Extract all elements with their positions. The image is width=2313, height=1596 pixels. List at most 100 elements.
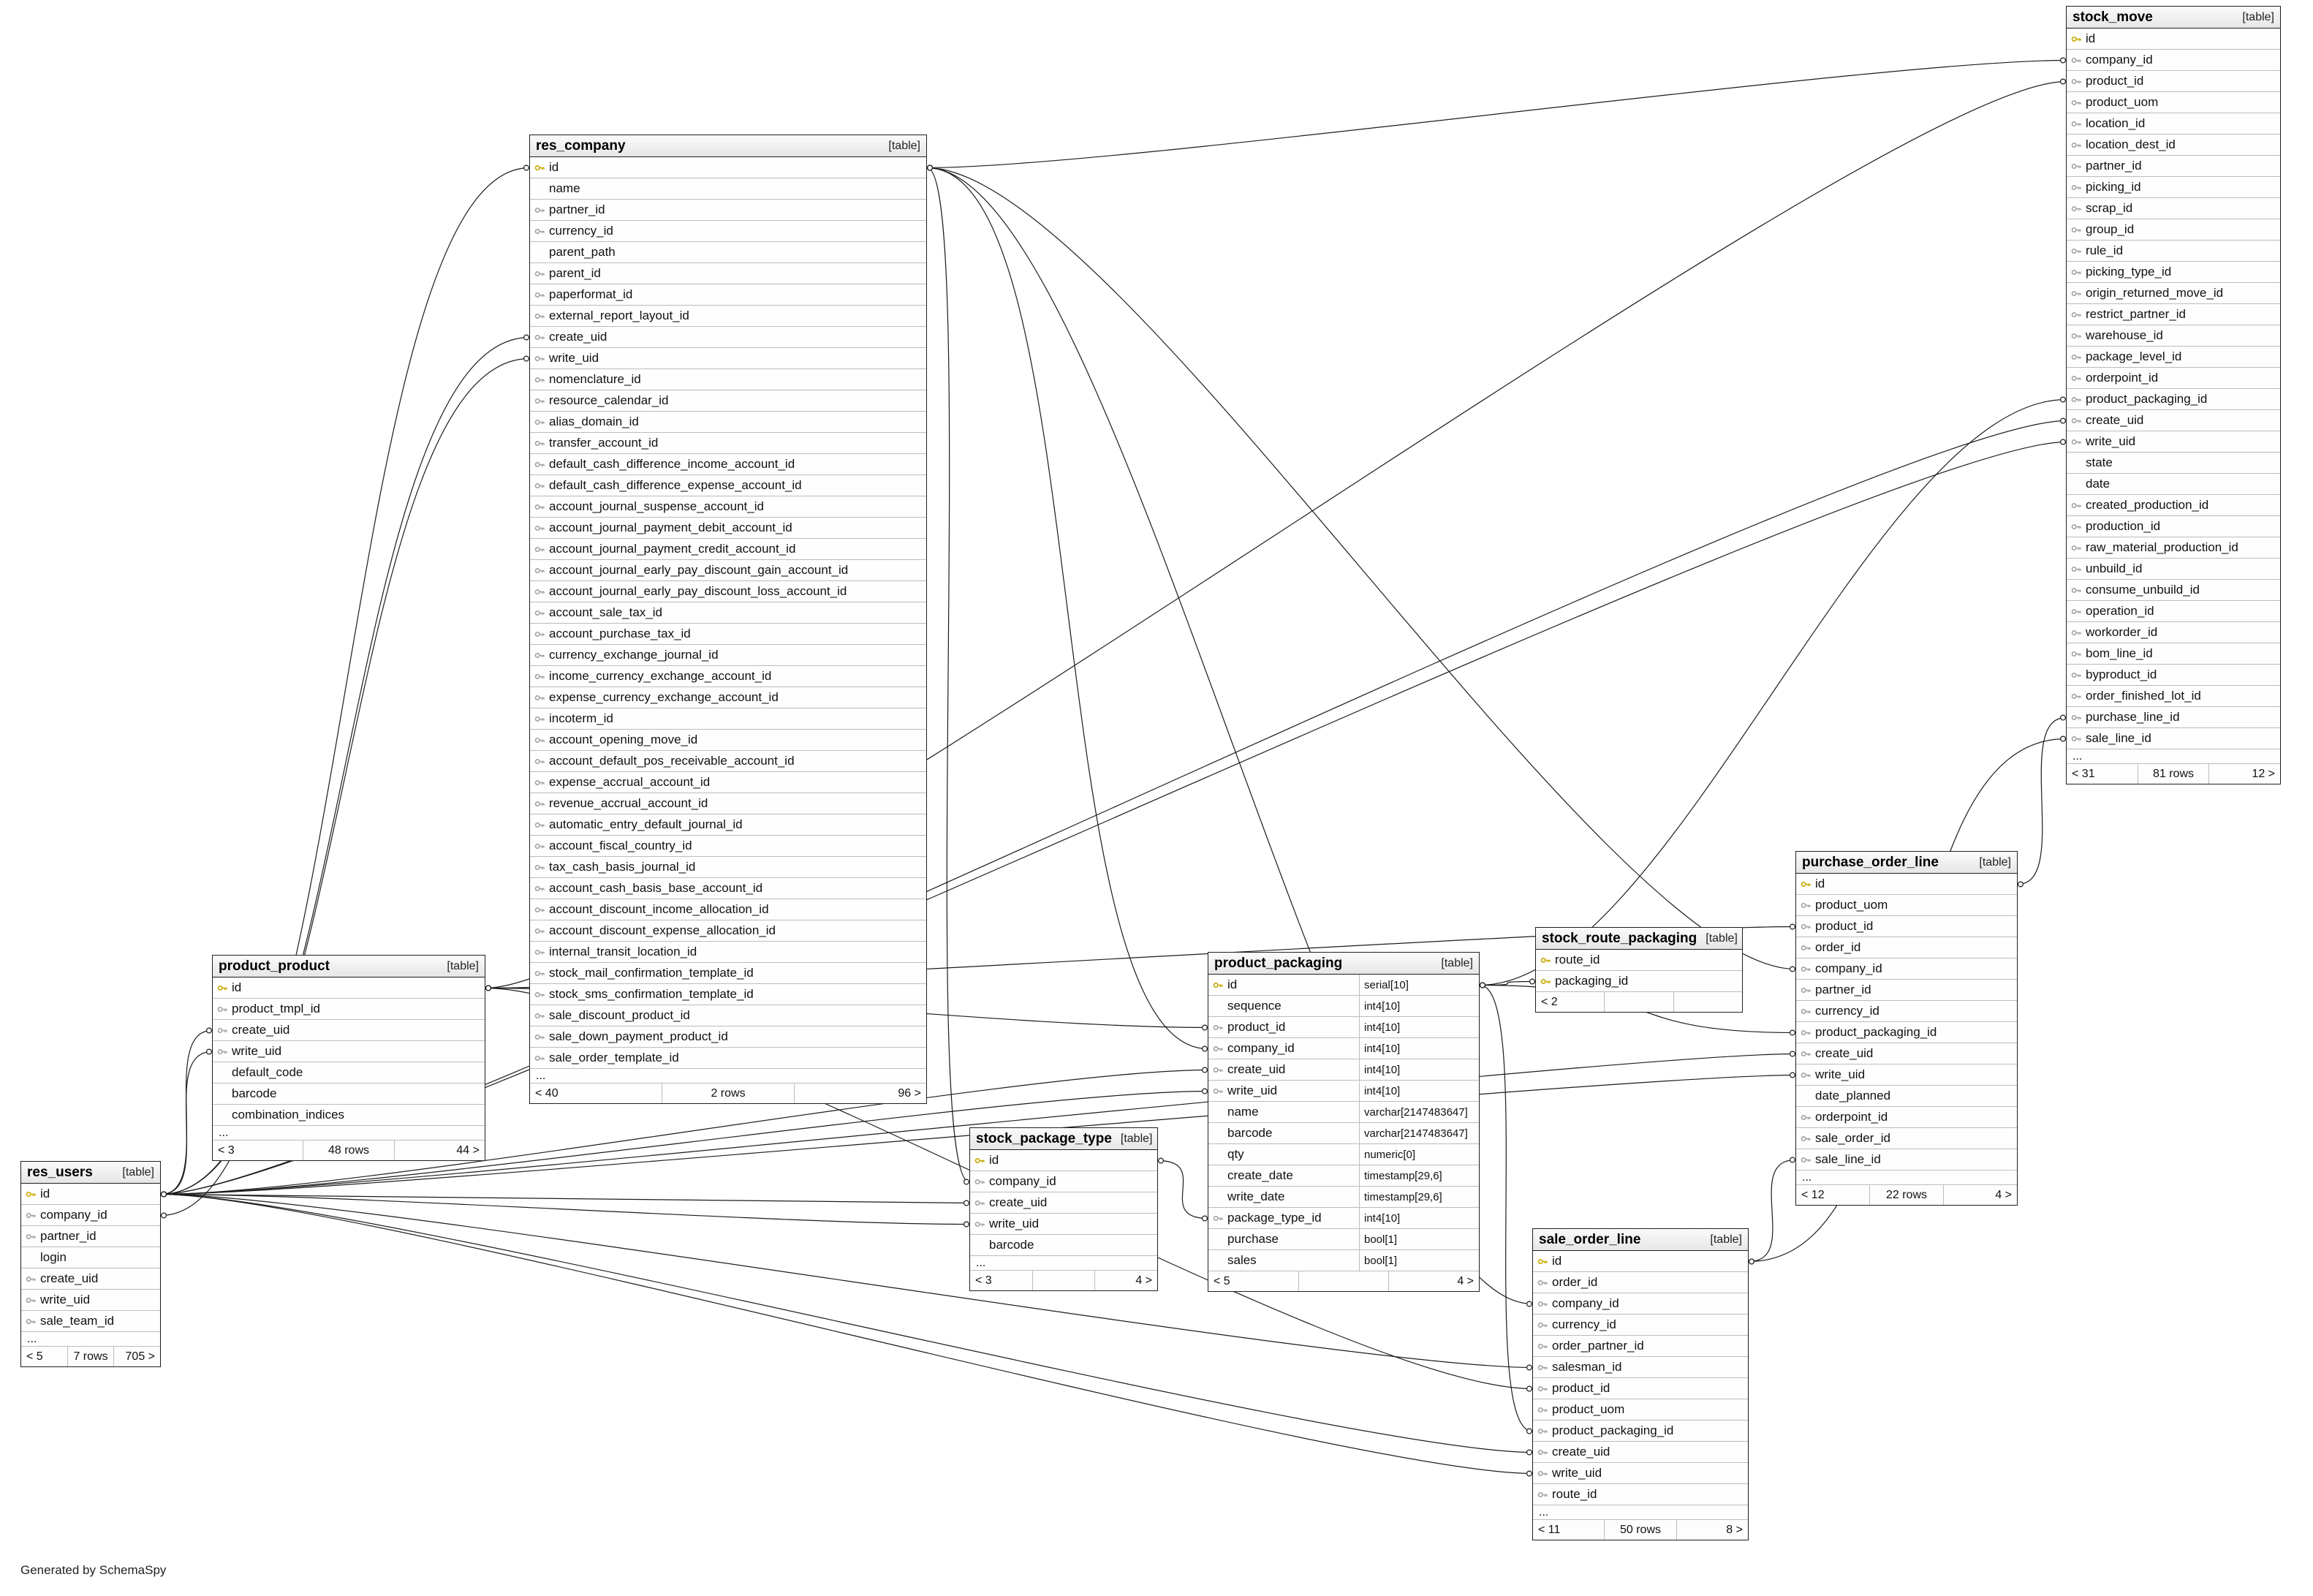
table-header[interactable]: stock_package_type[table] [970, 1128, 1157, 1150]
table-name: purchase_order_line [1802, 854, 1939, 870]
table-badge: [table] [447, 959, 479, 972]
key-glyph [1801, 966, 1811, 972]
column-row: expense_currency_exchange_account_id [530, 687, 926, 708]
column-name: account_purchase_tax_id [549, 627, 691, 640]
footer-next-columns: 12 > [2208, 764, 2280, 784]
column-row: company_id [2067, 50, 2280, 71]
column-name: create_uid [232, 1023, 290, 1037]
table-header[interactable]: res_company[table] [530, 135, 926, 157]
table-badge: [table] [1441, 956, 1473, 969]
key-glyph [534, 377, 545, 382]
foreign-key-icon [534, 692, 549, 703]
table-header[interactable]: stock_move[table] [2067, 7, 2280, 29]
foreign-key-icon [2071, 394, 2086, 405]
table-header[interactable]: purchase_order_line[table] [1796, 852, 2017, 874]
primary-key-icon [2071, 34, 2086, 45]
footer-next-columns: 4 > [1388, 1271, 1479, 1291]
column-name: route_id [1552, 1487, 1597, 1501]
relationship-edge [2017, 716, 2067, 885]
key-glyph [974, 1221, 985, 1227]
column-name: product_uom [1815, 898, 1888, 912]
table-header[interactable]: sale_order_line[table] [1533, 1229, 1748, 1251]
column-row: order_partner_id [1533, 1336, 1748, 1357]
foreign-key-icon [1537, 1362, 1552, 1373]
footer-prev-columns: < 12 [1801, 1188, 1825, 1201]
foreign-key-icon [1537, 1320, 1552, 1331]
column-row: account_purchase_tax_id [530, 624, 926, 645]
column-name: package_level_id [2086, 349, 2182, 363]
key-glyph [1801, 1114, 1811, 1120]
truncated-columns-indicator: ... [530, 1069, 926, 1083]
column-type: timestamp[29,6] [1359, 1187, 1479, 1207]
key-glyph [217, 1006, 227, 1012]
edge-endpoint-circle [206, 1048, 213, 1055]
key-glyph [2071, 333, 2081, 339]
key-glyph [26, 1233, 36, 1239]
column-name: product_packaging_id [2086, 392, 2208, 406]
column-row: origin_returned_move_id [2067, 283, 2280, 304]
key-glyph [534, 355, 545, 361]
foreign-key-icon [1213, 1064, 1227, 1075]
column-row: login [21, 1247, 160, 1268]
edge-endpoint-circle [161, 1191, 167, 1198]
edge-endpoint-circle [1749, 1258, 1755, 1265]
column-row: create_uid [970, 1192, 1157, 1214]
column-row: account_default_pos_receivable_account_i… [530, 751, 926, 772]
column-row: id [21, 1184, 160, 1205]
column-name: parent_id [549, 266, 601, 280]
foreign-key-icon [1801, 1154, 1815, 1165]
table-header[interactable]: stock_route_packaging[table] [1536, 928, 1742, 950]
foreign-key-icon [534, 650, 549, 661]
column-row: product_id [1533, 1378, 1748, 1399]
column-row: currency_exchange_journal_id [530, 645, 926, 666]
foreign-key-icon [2071, 648, 2086, 659]
column-name: create_uid [40, 1271, 99, 1285]
column-row: package_level_id [2067, 347, 2280, 368]
column-name: order_id [1815, 940, 1861, 954]
edge-endpoint-circle [1201, 1215, 1208, 1222]
column-row: byproduct_id [2067, 665, 2280, 686]
foreign-key-icon [534, 544, 549, 555]
primary-key-icon [1213, 980, 1227, 991]
foreign-key-icon [2071, 309, 2086, 320]
table-header[interactable]: product_product[table] [213, 956, 485, 977]
column-row: stock_sms_confirmation_template_id [530, 984, 926, 1005]
column-row: group_id [2067, 219, 2280, 241]
footer-next-columns: 96 > [794, 1083, 926, 1103]
relationship-edge [926, 167, 1796, 970]
column-row: restrict_partner_id [2067, 304, 2280, 325]
column-name: packaging_id [1555, 974, 1629, 988]
foreign-key-icon [534, 841, 549, 852]
table-header[interactable]: product_packaging[table] [1208, 953, 1479, 975]
column-name: product_id [2086, 74, 2144, 88]
key-glyph [974, 1200, 985, 1206]
column-name: default_code [232, 1065, 303, 1079]
foreign-key-icon [2071, 330, 2086, 341]
column-name: partner_id [1815, 983, 1871, 996]
column-name: id [989, 1153, 999, 1167]
column-row: create_uid [1533, 1442, 1748, 1463]
column-type: int4[10] [1359, 1038, 1479, 1059]
key-glyph [534, 970, 545, 976]
column-name: id [1815, 877, 1825, 890]
column-row: product_tmpl_id [213, 999, 485, 1020]
column-name: product_packaging_id [1815, 1025, 1937, 1039]
column-name: byproduct_id [2086, 667, 2157, 681]
column-row: id [1796, 874, 2017, 895]
edge-endpoint-circle [2060, 57, 2067, 64]
column-name: sale_order_template_id [549, 1051, 679, 1064]
column-name: sale_down_payment_product_id [549, 1029, 728, 1043]
column-row: currency_id [530, 221, 926, 242]
key-glyph [1213, 982, 1223, 988]
table-header[interactable]: res_users[table] [21, 1162, 160, 1184]
column-name: location_dest_id [2086, 137, 2176, 151]
key-glyph [1537, 1428, 1548, 1434]
column-name: write_uid [232, 1044, 282, 1058]
column-row: account_discount_income_allocation_id [530, 899, 926, 920]
